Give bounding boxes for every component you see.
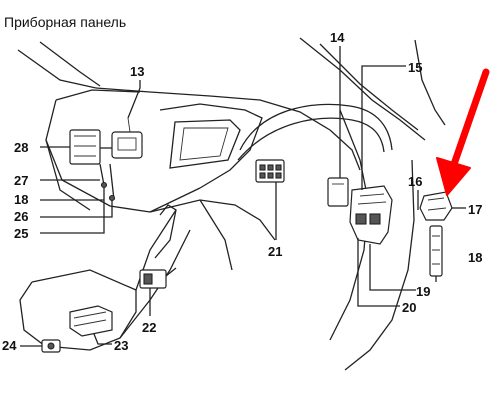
callout-28: 28 — [14, 140, 28, 155]
leader-lines — [20, 46, 466, 347]
component-13-relay — [111, 117, 143, 159]
callout-17: 17 — [468, 202, 482, 217]
component-24-sensor — [41, 339, 61, 353]
component-17-relay — [419, 191, 460, 221]
callout-22: 22 — [142, 320, 156, 335]
component-22-switch — [139, 267, 177, 289]
component-21-connector — [255, 159, 285, 183]
callout-25: 25 — [14, 226, 28, 241]
callout-18: 18 — [468, 250, 482, 265]
callout-14: 14 — [330, 30, 345, 45]
diagram-title: Приборная панель — [4, 14, 126, 30]
component-15-19-fuse-block — [349, 185, 393, 245]
component-25-27-harness — [99, 163, 116, 220]
component-28-bracket — [69, 129, 112, 165]
callout-26: 26 — [14, 209, 28, 224]
component-14-module — [327, 177, 349, 207]
component-23-unit — [69, 305, 113, 337]
callout-18-left: 18 — [14, 192, 28, 207]
callout-20: 20 — [402, 300, 416, 315]
callout-19: 19 — [416, 284, 430, 299]
component-18-bracket — [429, 225, 443, 277]
callout-24: 24 — [2, 338, 17, 353]
callout-21: 21 — [268, 244, 282, 259]
red-arrow-pointer-icon — [436, 68, 490, 196]
callout-13: 13 — [130, 64, 144, 79]
callout-15: 15 — [408, 60, 422, 75]
callout-16: 16 — [408, 174, 422, 189]
callout-23: 23 — [114, 338, 128, 353]
callout-27: 27 — [14, 173, 28, 188]
